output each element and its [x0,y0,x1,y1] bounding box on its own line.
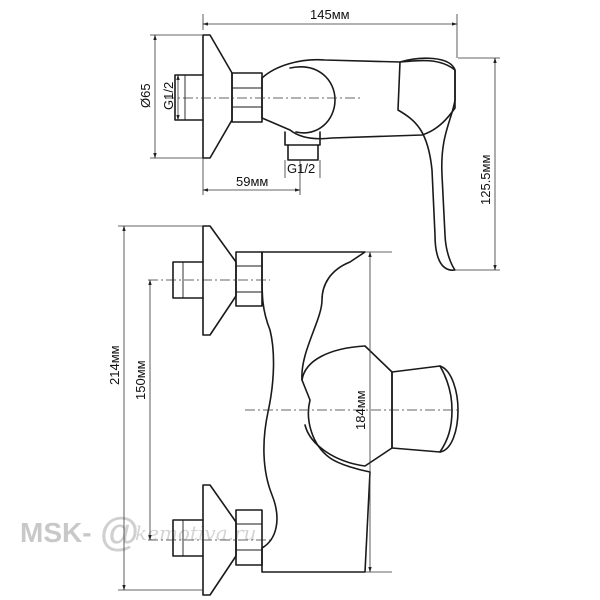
side-flange [202,34,233,159]
front-cartridge-housing [301,345,393,467]
dim-height-side: 125.5мм [478,155,493,205]
watermark-symbol: @ [100,510,139,554]
side-body [261,58,456,140]
watermark-brand: MSK- [20,517,92,548]
side-dimensions: 145мм Ø65 G1/2 G1/2 59мм 125.5мм [138,7,500,271]
front-knob-cap [439,365,453,453]
dim-offset-outlet: 59мм [236,174,268,189]
watermark: MSK- @ kemotiva.ru [20,510,256,554]
dim-thread-outlet: G1/2 [287,161,315,176]
side-body-curve [289,66,336,134]
front-inlet-bottom [172,519,204,557]
side-outlet-thread [287,144,319,161]
dim-inlet-spacing: 150мм [133,360,148,400]
watermark-site: kemotiva.ru [135,521,256,545]
dim-height-total: 214мм [107,345,122,385]
dim-diameter-flange: Ø65 [138,83,153,108]
side-nut [231,72,263,123]
side-lever [397,57,456,271]
side-outlet [284,131,321,146]
front-nut-top [235,251,263,307]
side-inlet-pipe [174,74,204,121]
side-view [165,34,456,271]
front-flange-top [202,225,237,336]
dim-body-height: 184мм [353,390,368,430]
dim-thread-inlet: G1/2 [161,82,176,110]
front-dimensions: 214мм 150мм 184мм [107,225,392,591]
dim-width-total: 145мм [310,7,350,22]
front-knob [391,365,459,453]
